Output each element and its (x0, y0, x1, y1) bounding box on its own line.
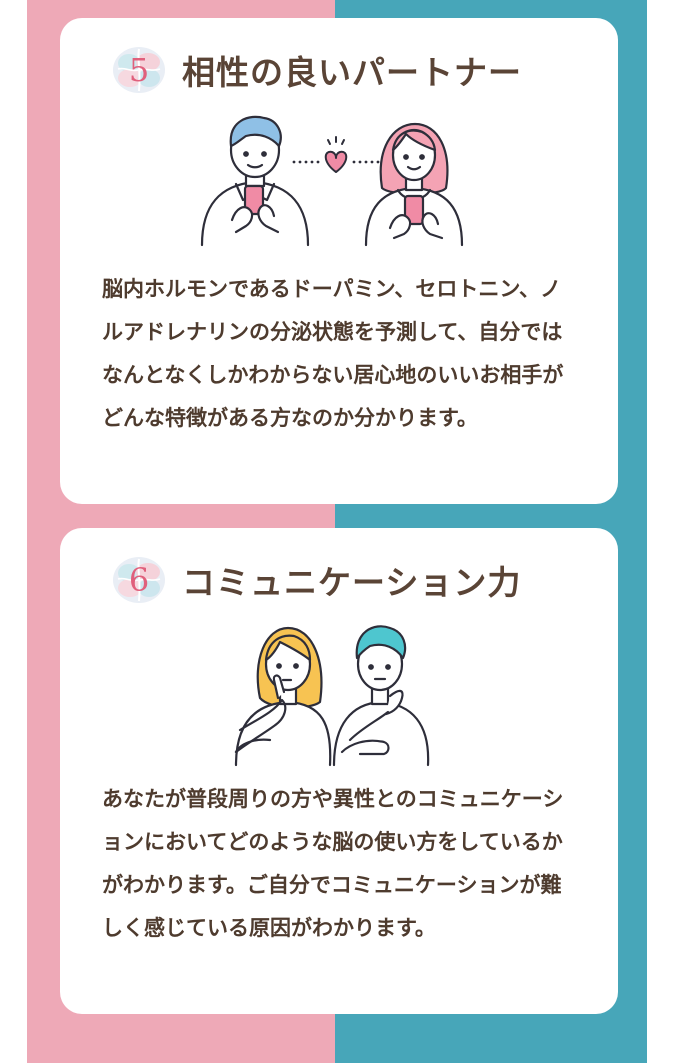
brain-icon: 6 (110, 551, 168, 609)
section-description: 脳内ホルモンであるドーパミン、セロトニン、ノルアドレナリンの分泌状態を予測して、… (102, 277, 564, 430)
section-number: 6 (128, 561, 150, 599)
two-people-thinking-illustration (234, 625, 430, 767)
card-header: 6 コミュニケーション力 (110, 550, 521, 610)
brain-icon: 5 (110, 41, 168, 99)
section-number: 5 (128, 51, 150, 89)
feature-card-partner: 5 相性の良いパートナー (60, 18, 618, 504)
section-title: コミュニケーション力 (182, 563, 522, 602)
section-title: 相性の良いパートナー (182, 53, 522, 92)
feature-card-communication: 6 コミュニケーション力 (60, 528, 618, 1014)
card-header: 5 相性の良いパートナー (110, 40, 522, 100)
couple-with-phones-illustration (200, 115, 464, 247)
section-description: あなたが普段周りの方や異性とのコミュニケーションにおいてどのような脳の使い方をし… (102, 787, 564, 940)
